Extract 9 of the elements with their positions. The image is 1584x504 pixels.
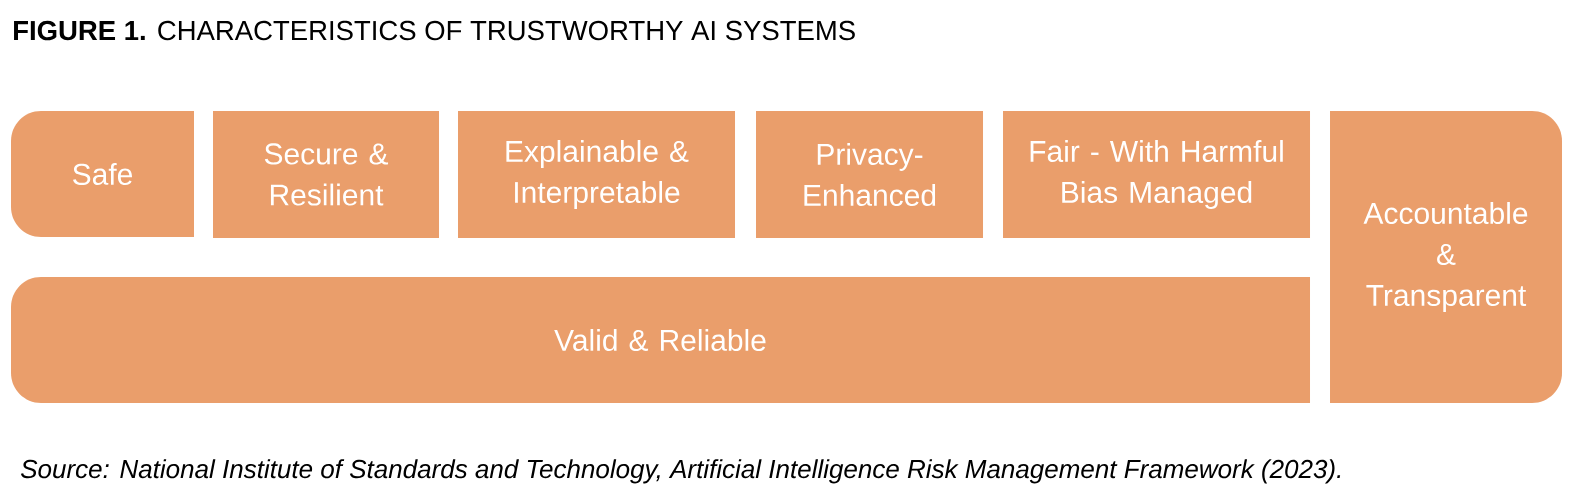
category-box: Secure & Resilient xyxy=(213,111,439,238)
category-box: Valid & Reliable xyxy=(11,277,1310,403)
category-box: Explainable & Interpretable xyxy=(458,111,735,238)
source-caption: Source: National Institute of Standards and Technology, Artificial Intelligence Risk Management Framework (2023). xyxy=(20,459,1341,484)
category-box: Fair - With Harmful Bias Managed xyxy=(1003,111,1310,238)
figure-title: FIGURE 1. CHARACTERISTICS OF TRUSTWORTHY AI SYSTEMS xyxy=(14,20,855,41)
category-box: Accountable & Transparent xyxy=(1330,111,1562,403)
category-box: Safe xyxy=(11,111,194,237)
category-box: Privacy-Enhanced xyxy=(756,111,983,238)
